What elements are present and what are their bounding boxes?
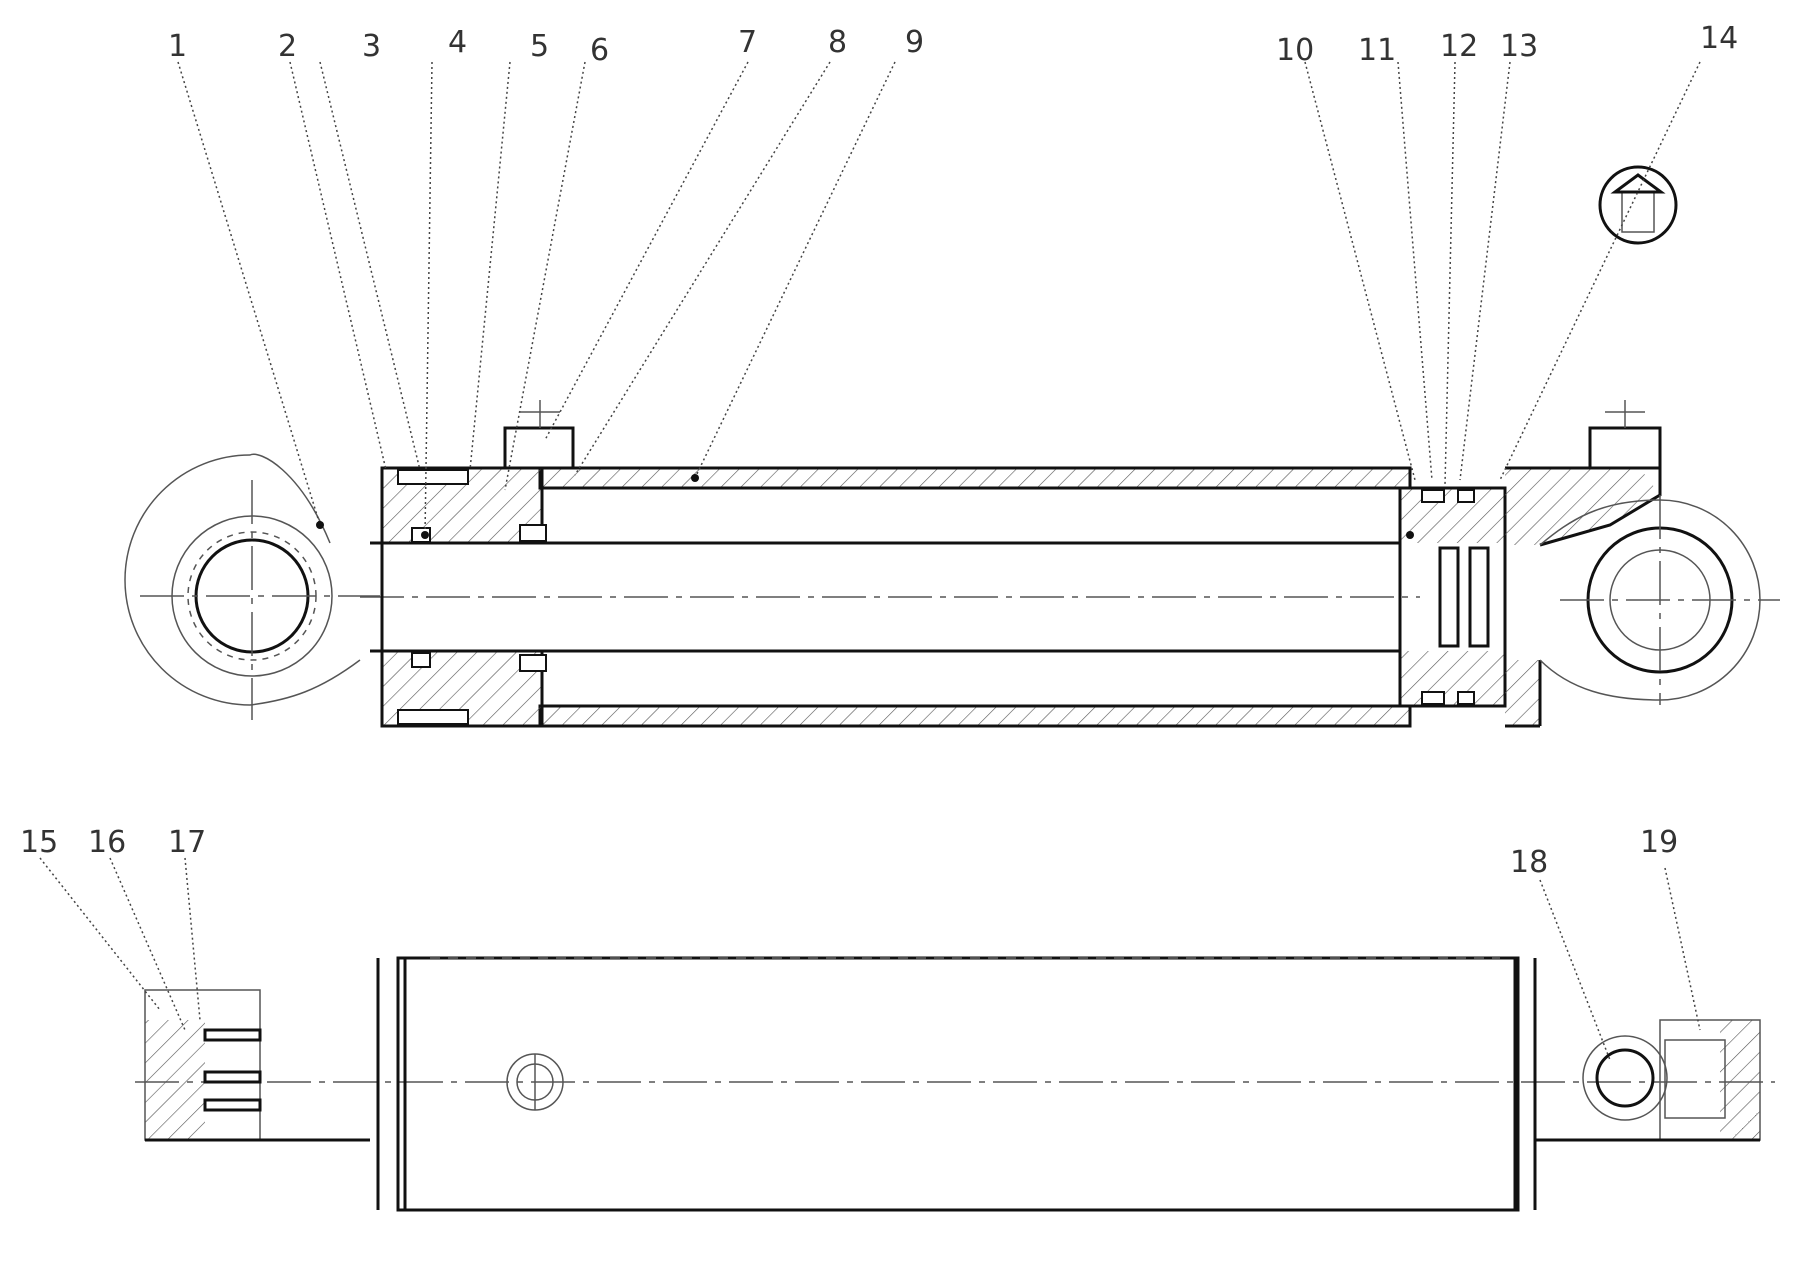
callout-16: 16 (88, 825, 126, 860)
gland-assembly (380, 400, 575, 728)
section-view (124, 61, 1780, 728)
rod-end-detail (144, 989, 370, 1142)
callout-17: 17 (168, 825, 206, 860)
callout-14: 14 (1700, 21, 1738, 56)
outside-view (39, 857, 1775, 1212)
callout-15: 15 (20, 825, 58, 860)
callout-4: 4 (448, 25, 467, 60)
callout-12: 12 (1440, 29, 1478, 64)
callout-3: 3 (362, 29, 381, 64)
piston-rod (360, 541, 1420, 653)
callout-6: 6 (590, 33, 609, 68)
callout-8: 8 (828, 25, 847, 60)
callout-2: 2 (278, 29, 297, 64)
rod-end-eye (124, 453, 380, 720)
callout-13: 13 (1500, 29, 1538, 64)
callout-7: 7 (738, 25, 757, 60)
cylinder-body-outline (376, 956, 1537, 1212)
callout-18: 18 (1510, 845, 1548, 880)
piston (1398, 486, 1507, 708)
callout-9: 9 (905, 25, 924, 60)
callout-5: 5 (530, 29, 549, 64)
cylinder-bottom (1505, 165, 1678, 728)
callout-leaders-bottom (39, 857, 1701, 1061)
cylinder-end-eye (1539, 495, 1780, 705)
callout-10: 10 (1276, 33, 1314, 68)
cylinder-end-detail (1535, 1019, 1761, 1142)
callout-11: 11 (1358, 33, 1396, 68)
callout-19: 19 (1640, 825, 1678, 860)
callout-1: 1 (168, 29, 187, 64)
callout-numbers: 1 2 3 4 5 6 7 8 9 10 11 12 13 14 15 16 1… (20, 21, 1738, 880)
callout-leaders (177, 61, 1701, 539)
